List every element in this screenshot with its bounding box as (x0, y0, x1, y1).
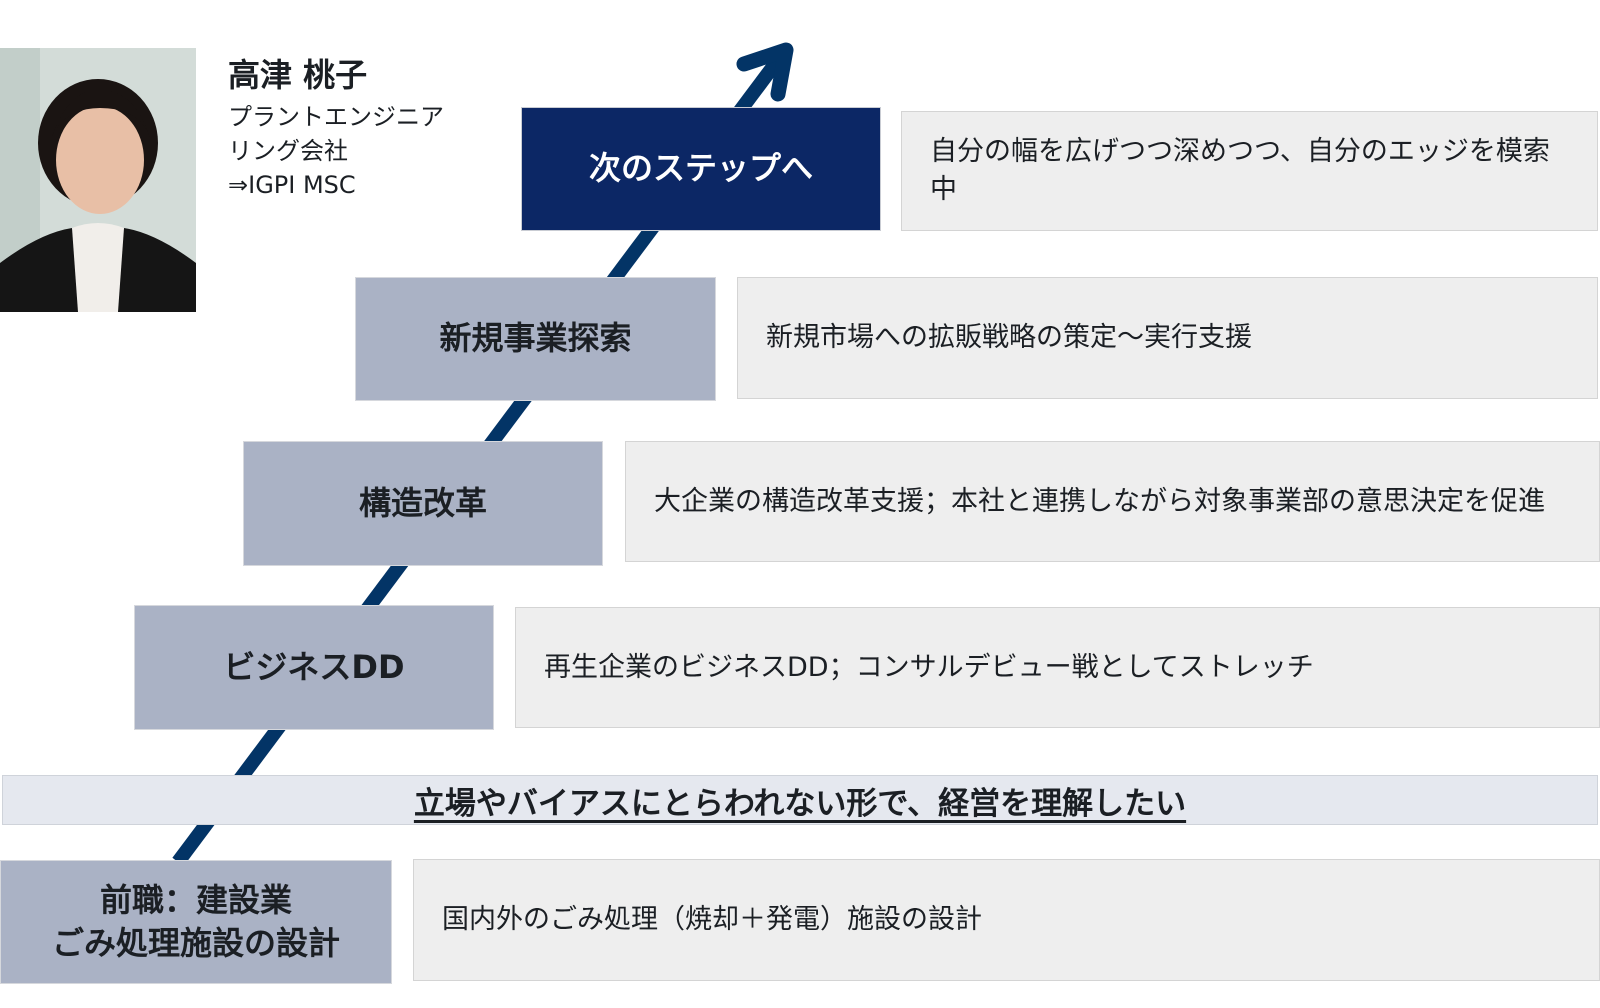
profile-info: 高津 桃子 プラントエンジニア リング会社 ⇒IGPI MSC (228, 50, 444, 202)
step-description: 国内外のごみ処理（焼却＋発電）施設の設計 (442, 904, 982, 936)
step-label: 次のステップへ (588, 149, 813, 188)
step-description: 新規市場への拡販戦略の策定～実行支援 (766, 322, 1252, 354)
step-description: 自分の幅を広げつつ深めつつ、自分のエッジを模索中 (930, 136, 1550, 205)
step-business-dd-description: 再生企業のビジネスDD；コンサルデビュー戦としてストレッチ (515, 607, 1600, 728)
step-next-description: 自分の幅を広げつつ深めつつ、自分のエッジを模索中 (901, 111, 1598, 231)
motivation-banner: 立場やバイアスにとらわれない形で、経営を理解したい (2, 775, 1598, 825)
portrait-photo (0, 48, 196, 312)
step-next: 次のステップへ (521, 107, 881, 231)
previous-job-label-line2: ごみ処理施設の設計 (51, 924, 340, 962)
profile-name: 高津 桃子 (228, 56, 368, 94)
banner-text: 立場やバイアスにとらわれない形で、経営を理解したい (413, 785, 1187, 822)
previous-job-label-line1: 前職：建設業 (99, 880, 292, 919)
step-restructuring: 構造改革 (243, 441, 603, 566)
previous-job-description: 国内外のごみ処理（焼却＋発電）施設の設計 (413, 859, 1600, 981)
step-restructuring-description: 大企業の構造改革支援；本社と連携しながら対象事業部の意思決定を促進 (625, 441, 1600, 562)
profile-background-line2: リング会社 (228, 137, 348, 165)
step-previous-job: 前職：建設業 ごみ処理施設の設計 (0, 860, 392, 984)
step-new-business-description: 新規市場への拡販戦略の策定～実行支援 (737, 277, 1598, 399)
step-business-dd: ビジネスDD (134, 605, 494, 730)
step-description: 再生企業のビジネスDD；コンサルデビュー戦としてストレッチ (544, 651, 1314, 683)
profile-background-line3: ⇒IGPI MSC (228, 171, 356, 199)
step-new-business: 新規事業探索 (355, 277, 716, 401)
step-label: ビジネスDD (223, 647, 405, 686)
step-description: 大企業の構造改革支援；本社と連携しながら対象事業部の意思決定を促進 (654, 485, 1545, 517)
step-label: 構造改革 (358, 483, 487, 522)
step-label: 新規事業探索 (439, 319, 632, 358)
profile-background-line1: プラントエンジニア (228, 103, 444, 131)
